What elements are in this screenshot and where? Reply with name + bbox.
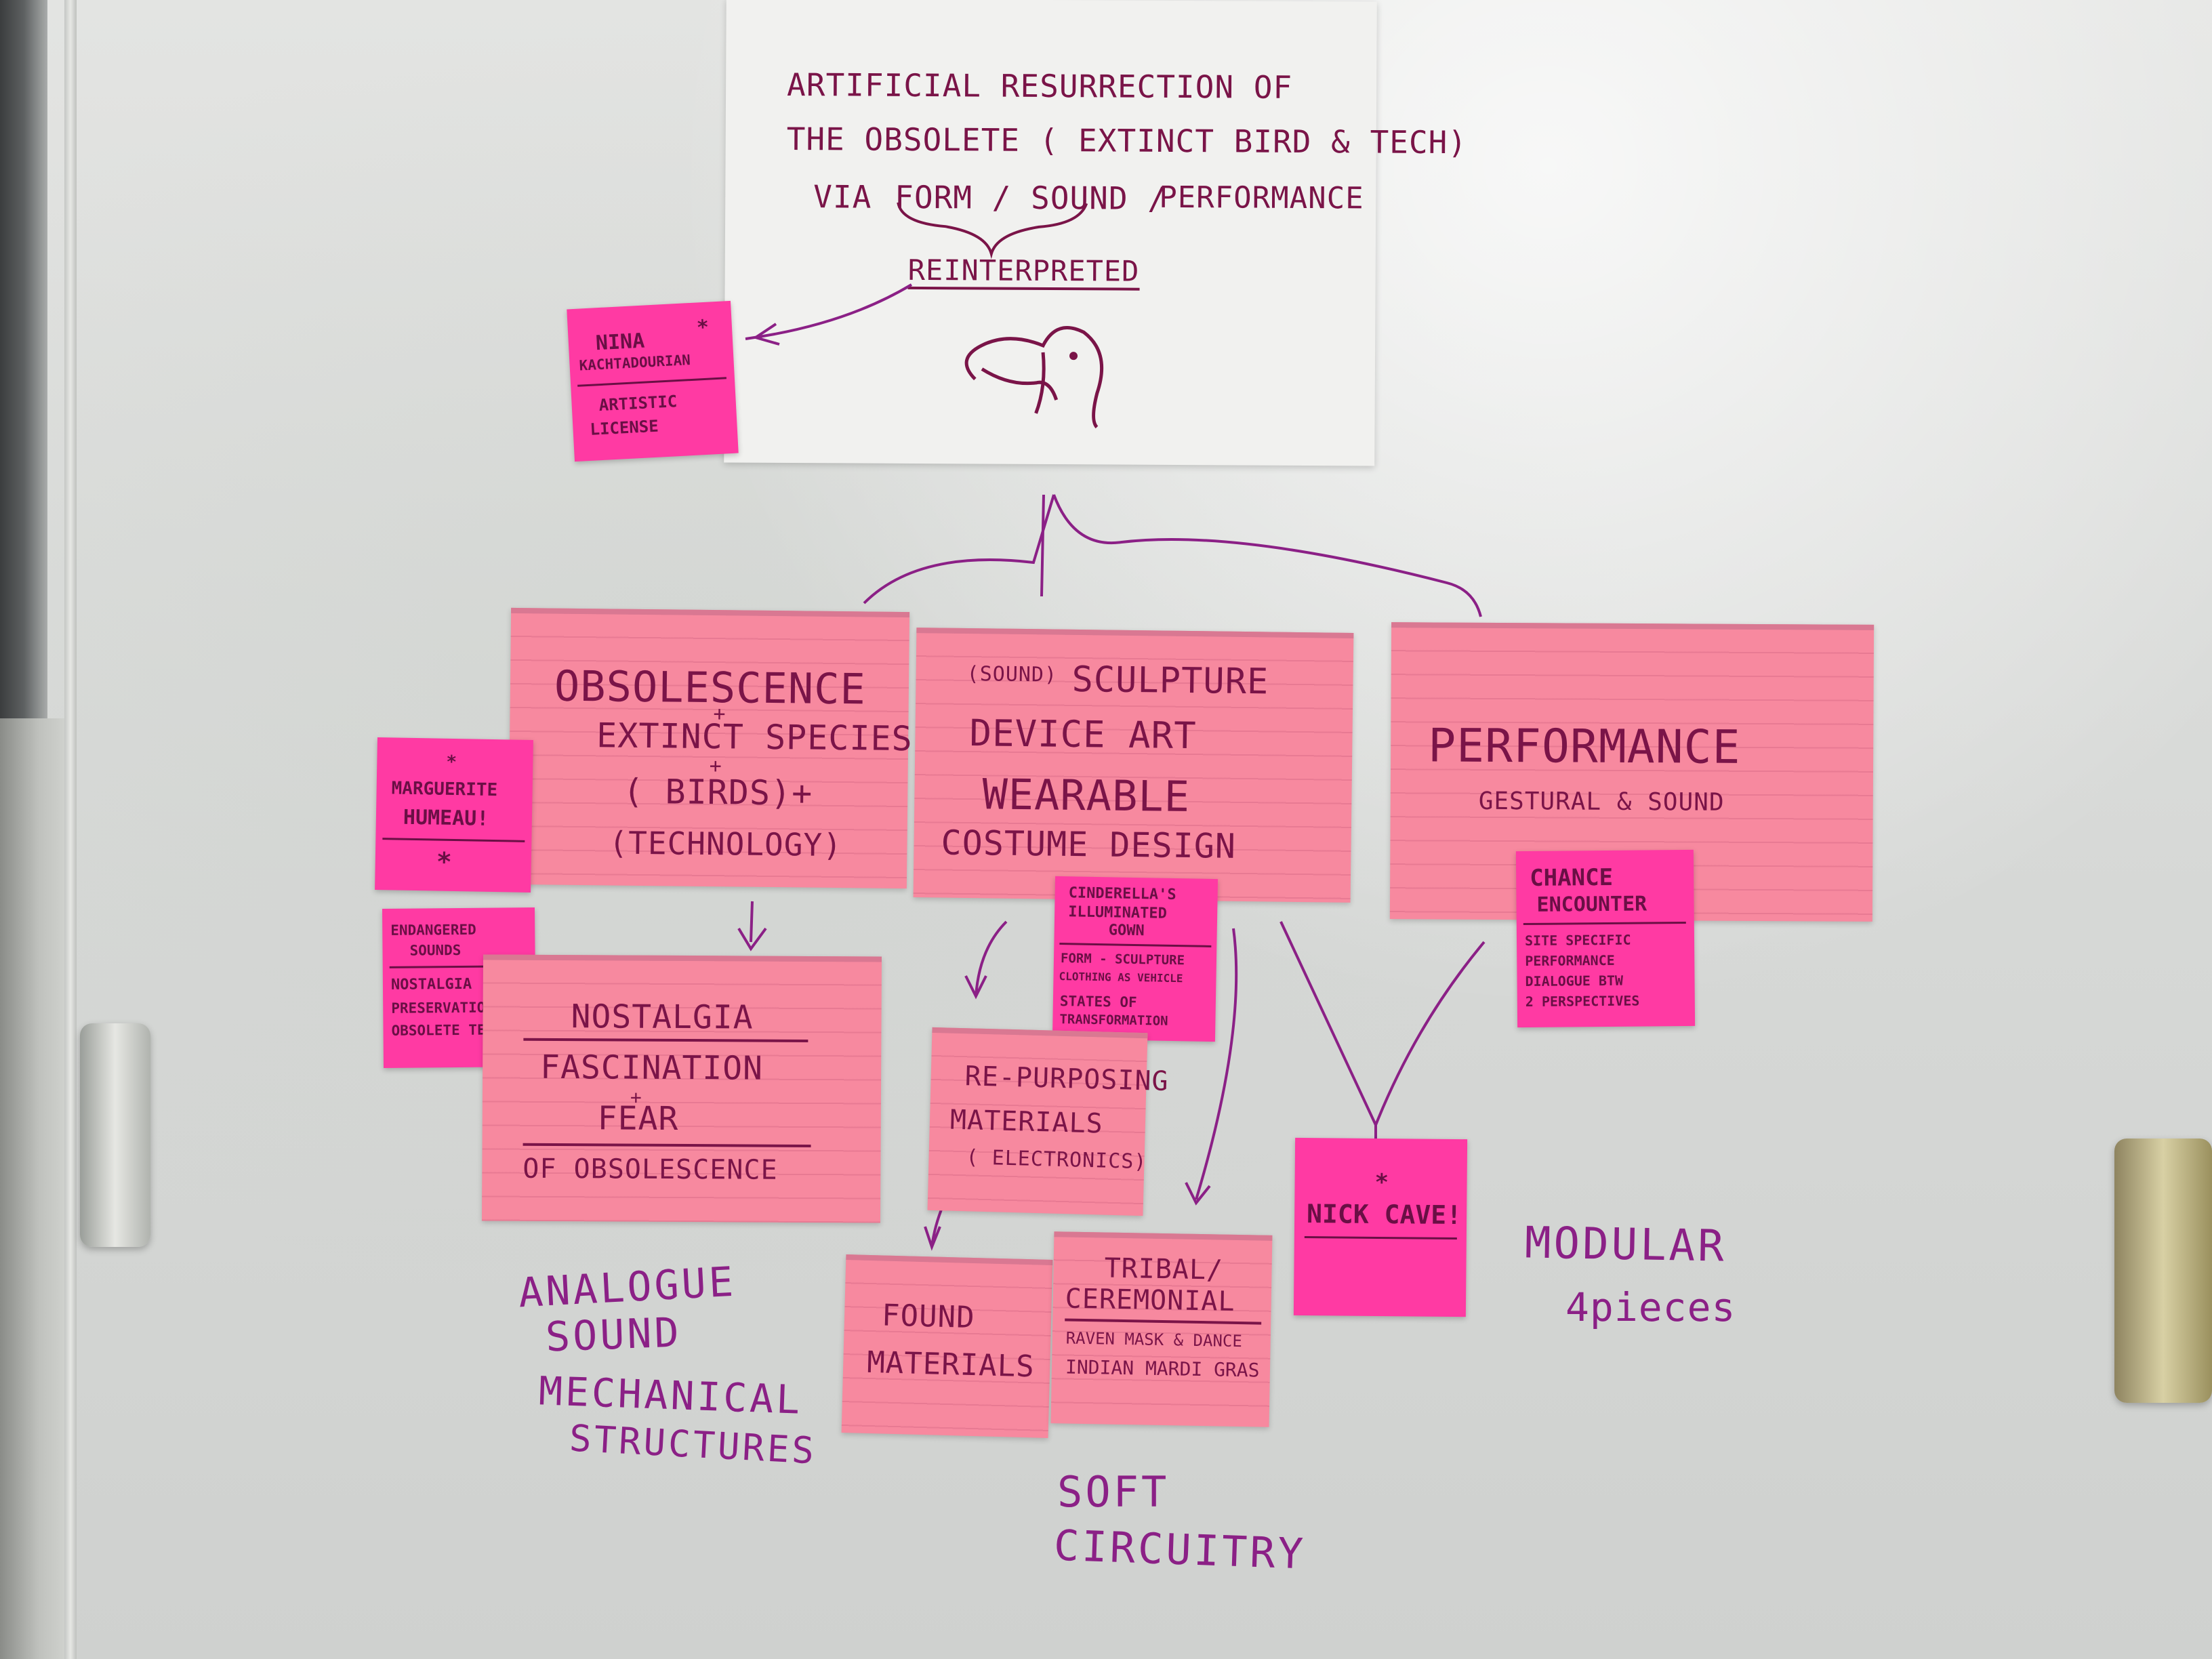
title-paper: ARTIFICIAL RESURRECTION OF THE OBSOLETE … — [724, 0, 1467, 466]
note-soft-2: CIRCUITRY — [1052, 1520, 1307, 1579]
nina-star: * — [696, 315, 710, 340]
obsolescence-line-3: ( BIRDS)+ — [623, 771, 813, 813]
cinderella-line-2: ILLUMINATED — [1067, 903, 1168, 922]
cinderella-line-6: STATES OF — [1059, 993, 1137, 1011]
tribal-line-2: CEREMONIAL — [1065, 1283, 1235, 1317]
obsolescence-line-2: EXTINCT SPECIES — [596, 716, 914, 759]
chance-line-4: PERFORMANCE — [1525, 951, 1615, 970]
sculpture-line-4: COSTUME DESIGN — [941, 823, 1237, 866]
dodo-bird-icon — [964, 325, 1104, 429]
tribal-line-4: INDIAN MARDI GRAS — [1065, 1355, 1260, 1382]
chance-line-3: SITE SPECIFIC — [1524, 931, 1631, 949]
card-nostalgia[interactable]: NOSTALGIA FASCINATION + FEAR OF OBSOLESC… — [481, 954, 882, 1223]
nina-name-1: NINA — [595, 329, 646, 356]
chance-line-6: 2 PERSPECTIVES — [1525, 992, 1640, 1010]
note-analogue-3: MECHANICAL — [537, 1368, 804, 1423]
sculpture-line-1-small: (SOUND) — [966, 661, 1058, 687]
tribal-line-3: RAVEN MASK & DANCE — [1065, 1328, 1243, 1351]
performance-line-1: PERFORMANCE — [1427, 719, 1741, 775]
note-analogue-2: SOUND — [544, 1309, 682, 1361]
chance-divider — [1523, 921, 1686, 926]
endangered-line-2: SOUNDS — [409, 941, 462, 959]
sticky-cinderella[interactable]: CINDERELLA'S ILLUMINATED GOWN FORM - SCU… — [1052, 876, 1218, 1042]
found-line-2: MATERIALS — [866, 1345, 1036, 1385]
nickcave-line-1: NICK CAVE! — [1306, 1199, 1462, 1231]
nostalgia-rule-2 — [523, 1143, 811, 1147]
board-rail — [64, 0, 77, 1659]
marguerite-line-1: MARGUERITE — [391, 778, 498, 801]
repurposing-line-1: RE-PURPOSING — [964, 1061, 1170, 1098]
tribal-line-1: TRIBAL/ — [1104, 1252, 1224, 1286]
sticky-nina[interactable]: NINA * KACHTADOURIAN ARTISTIC LICENSE — [567, 300, 739, 462]
nina-name-2: KACHTADOURIAN — [579, 352, 691, 374]
card-sculpture[interactable]: (SOUND) SCULPTURE DEVICE ART WEARABLE CO… — [913, 628, 1354, 903]
marguerite-star-bottom: * — [436, 846, 453, 877]
obsolescence-line-4: (TECHNOLOGY) — [609, 824, 843, 864]
nostalgia-line-3: FEAR — [597, 1099, 679, 1138]
marguerite-line-2: HUMEAU! — [403, 805, 489, 831]
nostalgia-line-4: OF OBSOLESCENCE — [523, 1153, 778, 1186]
cinderella-line-5: CLOTHING AS VEHICLE — [1059, 970, 1183, 985]
tribal-rule — [1065, 1318, 1262, 1325]
marguerite-star-top: * — [446, 752, 457, 773]
obsolescence-line-1: OBSOLESCENCE — [554, 661, 867, 714]
chance-line-5: DIALOGUE BTW — [1525, 972, 1624, 990]
chance-line-1: CHANCE — [1530, 863, 1614, 892]
found-line-1: FOUND — [881, 1298, 976, 1336]
cinderella-line-1: CINDERELLA'S — [1068, 884, 1176, 904]
note-soft-1: SOFT — [1057, 1467, 1170, 1517]
sticky-chance[interactable]: CHANCE ENCOUNTER SITE SPECIFIC PERFORMAN… — [1515, 849, 1696, 1028]
paper-sketch — [897, 202, 1104, 429]
sculpture-line-1: SCULPTURE — [1071, 659, 1269, 703]
chance-line-2: ENCOUNTER — [1536, 892, 1647, 917]
board-frame-lower — [0, 718, 64, 1659]
nostalgia-rule-1 — [523, 1038, 808, 1042]
nostalgia-line-2: FASCINATION — [540, 1048, 764, 1088]
board-clip-right — [2114, 1139, 2212, 1403]
nina-note-2: LICENSE — [589, 416, 659, 439]
board-clip-left — [80, 1023, 150, 1247]
performance-line-2: GESTURAL & SOUND — [1478, 787, 1725, 817]
endangered-line-1: ENDANGERED — [390, 921, 476, 939]
note-modular-1: MODULAR — [1524, 1218, 1727, 1272]
nickcave-star: * — [1374, 1168, 1389, 1197]
cinderella-divider — [1059, 943, 1212, 947]
nina-divider — [577, 377, 726, 387]
nickcave-divider — [1304, 1236, 1457, 1240]
cinderella-line-7: TRANSFORMATION — [1059, 1012, 1168, 1029]
sticky-nickcave[interactable]: * NICK CAVE! — [1293, 1137, 1468, 1317]
nostalgia-line-1: NOSTALGIA — [571, 998, 754, 1037]
endangered-line-4: PRESERVATION — [391, 999, 495, 1017]
note-modular-2: 4pieces — [1565, 1284, 1736, 1330]
sculpture-line-2: DEVICE ART — [969, 712, 1197, 758]
card-tribal[interactable]: TRIBAL/ CEREMONIAL RAVEN MASK & DANCE IN… — [1050, 1231, 1273, 1427]
sculpture-line-3: WEARABLE — [982, 769, 1191, 822]
card-repurposing[interactable]: RE-PURPOSING MATERIALS ( ELECTRONICS) — [927, 1027, 1169, 1216]
cinderella-line-4: FORM - SCULPTURE — [1060, 951, 1185, 968]
cinderella-line-3: GOWN — [1108, 922, 1145, 940]
card-found[interactable]: FOUND MATERIALS — [841, 1254, 1053, 1438]
repurposing-line-3: ( ELECTRONICS) — [966, 1145, 1147, 1174]
nina-note-1: ARTISTIC — [598, 392, 678, 415]
marguerite-divider — [382, 838, 525, 842]
card-obsolescence[interactable]: OBSOLESCENCE + EXTINCT SPECIES + ( BIRDS… — [508, 607, 913, 889]
sticky-marguerite[interactable]: * MARGUERITE HUMEAU! * — [375, 737, 533, 893]
repurposing-line-2: MATERIALS — [949, 1104, 1104, 1140]
endangered-line-3: NOSTALGIA — [390, 975, 472, 994]
